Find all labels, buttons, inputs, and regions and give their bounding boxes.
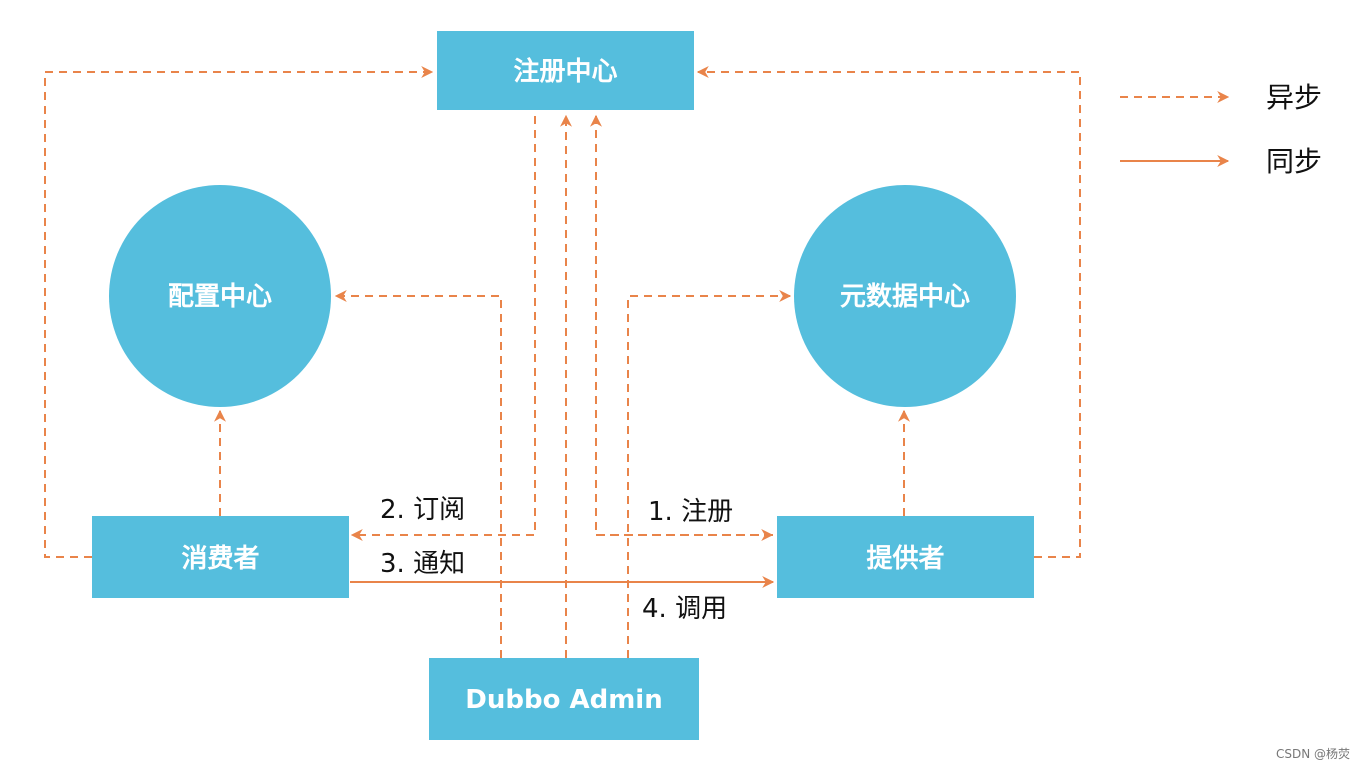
notify-label: 3. 通知 <box>380 549 465 579</box>
provider-register-async-arrow <box>696 66 1081 558</box>
metadata-center-label: 元数据中心 <box>840 282 970 312</box>
legend-sync-label: 同步 <box>1266 145 1322 178</box>
provider-node <box>777 516 1034 598</box>
config-center-node <box>109 185 331 407</box>
subscribe-label: 2. 订阅 <box>380 495 465 525</box>
metadata-center-node <box>794 185 1016 407</box>
dubbo-admin-label: Dubbo Admin <box>465 685 662 715</box>
watermark: CSDN @杨荧 <box>1276 746 1350 761</box>
subscribe-notify-async-arrow <box>350 116 536 541</box>
register-label: 1. 注册 <box>648 497 733 527</box>
registry-node <box>437 31 694 110</box>
consumer-node <box>92 516 349 598</box>
admin-metadata-async-arrow <box>627 290 792 658</box>
provider-to-registry-async-arrow <box>590 114 773 536</box>
config-center-label: 配置中心 <box>168 282 272 312</box>
provider-label: 提供者 <box>866 544 944 574</box>
legend-async-label: 异步 <box>1266 81 1322 114</box>
registry-label: 注册中心 <box>513 56 617 87</box>
admin-config-async-arrow <box>334 290 502 658</box>
consumer-label: 消费者 <box>181 544 259 574</box>
legend: 异步 同步 <box>1120 81 1322 178</box>
dubbo-admin-node <box>429 658 699 740</box>
invoke-label: 4. 调用 <box>642 594 727 624</box>
